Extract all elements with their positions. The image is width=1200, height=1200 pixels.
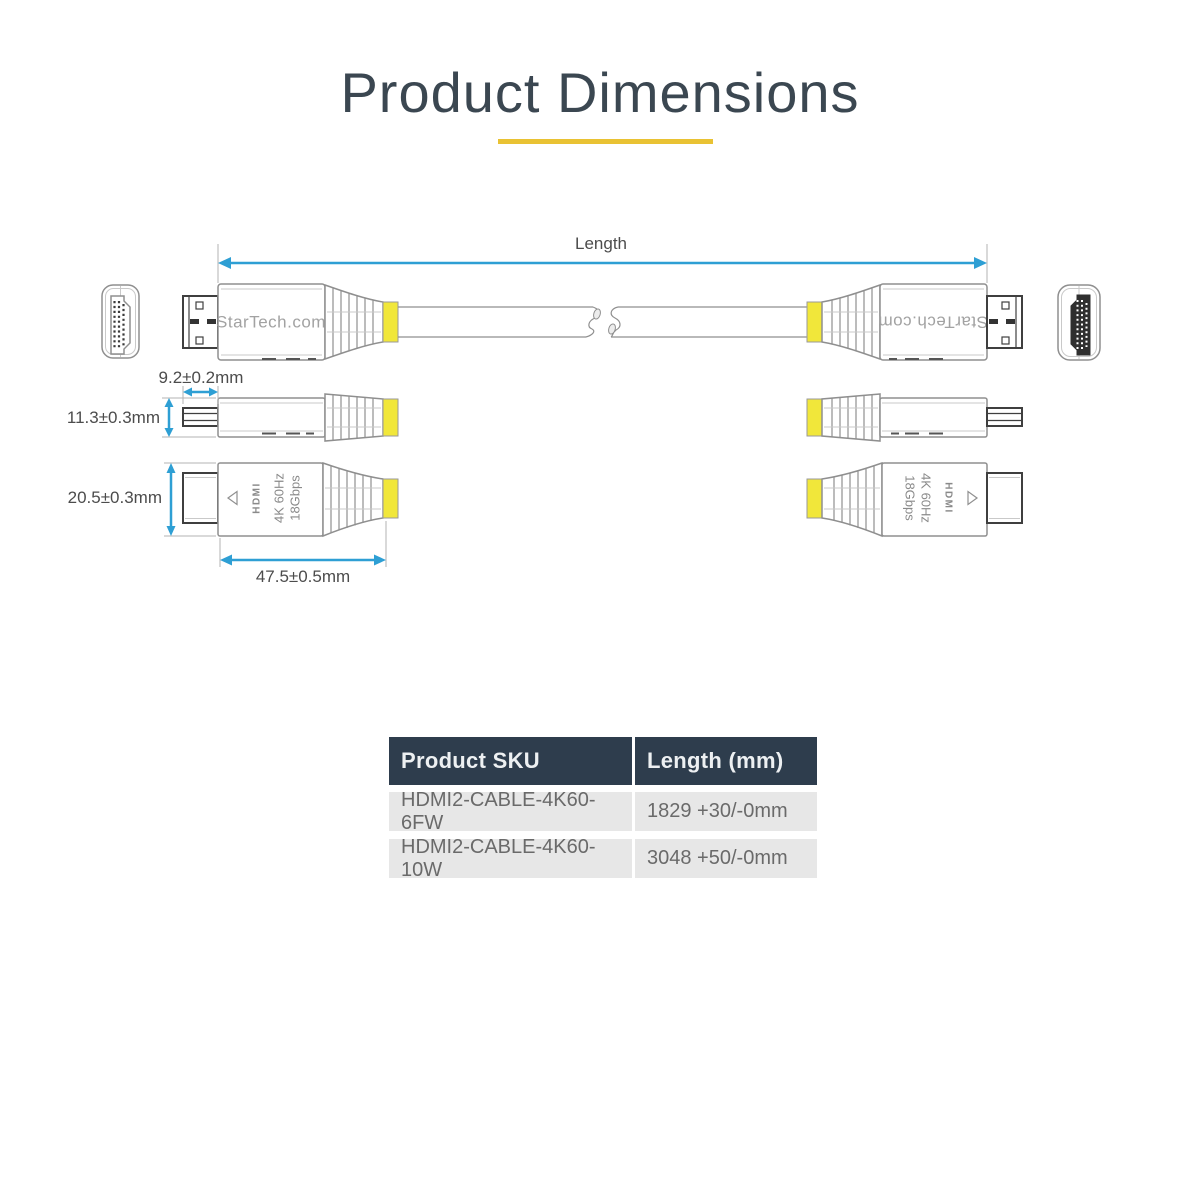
- cable-band-yellow: [382, 478, 399, 519]
- strain-relief-boot: [324, 283, 384, 361]
- title-underline-accent: [498, 139, 713, 144]
- connector-housing-bottom: [881, 462, 988, 537]
- sku-length-table: Product SKU Length (mm) HDMI2-CABLE-4K60…: [389, 737, 817, 881]
- length-value: 3048 +50/-0mm: [647, 847, 788, 869]
- arrowhead-up-icon: [164, 398, 174, 407]
- table-row: HDMI2-CABLE-4K60-10W 3048 +50/-0mm: [389, 836, 817, 881]
- hdmi-connector-side-right: StarTech.com: [806, 283, 1023, 361]
- cable-break-end: [608, 323, 616, 335]
- housing-height-dimension: 11.3±0.3mm: [67, 397, 216, 438]
- cable-band-yellow: [806, 478, 823, 519]
- length-value: 1829 +30/-0mm: [647, 800, 788, 822]
- hdmi-port-filled: [1070, 294, 1091, 356]
- top-view-left: [182, 393, 399, 442]
- hdmi-port-outline: [110, 295, 131, 355]
- page-title: Product Dimensions: [340, 61, 860, 124]
- plug-detail-slot: [190, 319, 199, 324]
- arrowhead-down-icon: [166, 526, 176, 536]
- arrowhead-right-icon: [209, 387, 218, 397]
- table-header-sku: Product SKU: [389, 737, 635, 785]
- plug-detail-slot: [1006, 319, 1015, 324]
- cable-break-end: [593, 308, 601, 320]
- arrowhead-left-icon: [218, 257, 231, 269]
- hdmi-logo-mark: HDMI: [252, 482, 263, 514]
- hdmi-front-view-right: [1057, 284, 1101, 361]
- connector-length-label: 47.5±0.5mm: [256, 567, 350, 586]
- brand-logo-text: StarTech.com: [216, 313, 326, 332]
- length-dimension: Length: [217, 234, 988, 283]
- hdmi-connector-side-left: StarTech.com: [182, 283, 399, 361]
- orientation-triangle-icon: [226, 490, 238, 506]
- strain-relief-boot: [821, 461, 883, 538]
- hdmi-plug-bottom: [182, 472, 219, 524]
- top-view-right: [806, 393, 1023, 442]
- resolution-mark: 4K 60Hz: [919, 473, 934, 523]
- table-row: HDMI2-CABLE-4K60-6FW 1829 +30/-0mm: [389, 789, 817, 834]
- table-header-row: Product SKU Length (mm): [389, 737, 817, 785]
- table-header-length: Length (mm): [647, 748, 784, 773]
- strain-relief-boot: [821, 283, 881, 361]
- arrowhead-right-icon: [374, 554, 386, 566]
- strain-relief-boot: [324, 393, 384, 442]
- plug-detail-square: [1001, 301, 1010, 310]
- plug-detail-slot: [989, 319, 998, 324]
- hdmi-plug-bottom: [986, 472, 1023, 524]
- cable-band-yellow: [806, 398, 823, 437]
- arrowhead-left-icon: [183, 387, 192, 397]
- connector-length-dimension: 47.5±0.5mm: [219, 521, 387, 586]
- plug-detail-square: [1001, 336, 1010, 345]
- hdmi-logo-mark: HDMI: [943, 482, 954, 514]
- hdmi-front-view-left: [101, 284, 140, 359]
- hdmi-plug-top: [986, 407, 1023, 427]
- length-label: Length: [575, 234, 627, 253]
- arrowhead-left-icon: [220, 554, 232, 566]
- plug-width-label: 9.2±0.2mm: [159, 368, 244, 387]
- hdmi-port-pins: [113, 301, 125, 349]
- cable-band-yellow: [806, 301, 823, 343]
- bottom-view-right: 18Gbps 4K 60Hz HDMI: [806, 461, 1023, 538]
- orientation-triangle-icon: [967, 490, 979, 506]
- bandwidth-mark: 18Gbps: [903, 475, 918, 521]
- strain-relief-boot: [821, 393, 881, 442]
- plug-width-dimension: 9.2±0.2mm: [159, 368, 244, 404]
- cable: [398, 306, 807, 338]
- plug-detail-square: [195, 336, 204, 345]
- arrowhead-right-icon: [974, 257, 987, 269]
- plug-detail-slot: [207, 319, 216, 324]
- brand-logo-text-inverted: StarTech.com: [878, 313, 988, 332]
- cable-band-yellow: [382, 398, 399, 437]
- sku-value: HDMI2-CABLE-4K60-6FW: [389, 789, 635, 834]
- hdmi-plug-top: [182, 407, 219, 427]
- sku-value: HDMI2-CABLE-4K60-10W: [389, 836, 635, 881]
- connector-height-dimension: 20.5±0.3mm: [68, 462, 216, 537]
- strain-relief-boot: [322, 461, 384, 538]
- hdmi-port-pins: [1076, 300, 1088, 350]
- connector-height-label: 20.5±0.3mm: [68, 488, 162, 507]
- cable-break-curve-right: [610, 306, 621, 338]
- resolution-mark: 4K 60Hz: [272, 473, 287, 523]
- cable-band-yellow: [382, 301, 399, 343]
- housing-height-label: 11.3±0.3mm: [67, 408, 160, 427]
- arrowhead-up-icon: [166, 463, 176, 473]
- connector-housing-bottom: [217, 462, 324, 537]
- bottom-view-left: HDMI 4K 60Hz 18Gbps: [182, 461, 399, 538]
- bandwidth-mark: 18Gbps: [288, 475, 303, 521]
- dimension-diagram: Length: [67, 234, 1101, 586]
- arrowhead-down-icon: [164, 428, 174, 437]
- plug-detail-square: [195, 301, 204, 310]
